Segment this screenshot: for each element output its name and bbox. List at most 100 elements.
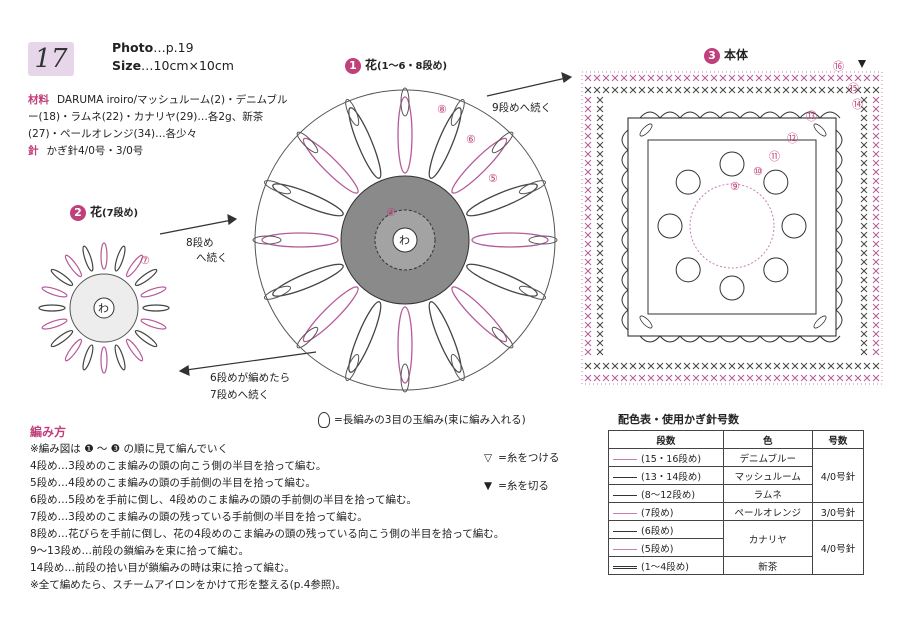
round-12-label: ⑫ <box>787 132 798 145</box>
single-crochet-mark <box>872 195 880 203</box>
flower-2-center-label: わ <box>98 302 109 315</box>
body-square-diagram <box>581 60 883 385</box>
single-crochet-mark <box>773 374 781 382</box>
petal-stitch <box>466 183 538 217</box>
outer-puff-stitch <box>263 180 292 195</box>
single-crochet-mark <box>596 285 604 293</box>
cut-thread-text: =糸を切る <box>498 480 549 492</box>
single-crochet-mark <box>818 86 826 94</box>
line-swatch <box>613 458 637 460</box>
attach-thread-icon: ▽ <box>484 452 493 464</box>
single-crochet-mark <box>584 339 592 347</box>
photo-line: Photo…p.19 <box>112 40 194 55</box>
single-crochet-mark <box>584 141 592 149</box>
single-crochet-mark <box>773 362 781 370</box>
single-crochet-mark <box>674 374 682 382</box>
line-swatch <box>613 512 637 514</box>
petal-stitch <box>114 245 126 272</box>
single-crochet-mark <box>584 231 592 239</box>
photo-label: Photo <box>112 40 154 55</box>
single-crochet-mark <box>596 123 604 131</box>
single-crochet-mark <box>710 74 718 82</box>
single-crochet-mark <box>746 74 754 82</box>
single-crochet-mark <box>719 86 727 94</box>
outer-puff-stitch <box>252 235 282 245</box>
single-crochet-mark <box>872 204 880 212</box>
single-crochet-mark <box>596 213 604 221</box>
single-crochet-mark <box>860 303 868 311</box>
single-crochet-mark <box>629 362 637 370</box>
legend-rounds: (13・14段め) <box>641 471 702 483</box>
petal-stitch <box>82 344 94 371</box>
single-crochet-mark <box>629 74 637 82</box>
single-crochet-mark <box>584 96 592 104</box>
single-crochet-mark <box>755 74 763 82</box>
single-crochet-mark <box>674 74 682 82</box>
round-15-label: ⑮ <box>848 82 859 95</box>
arrow-label-7th-round: 6段めが編めたら 7段めへ続く <box>210 370 290 404</box>
line-swatch <box>613 530 637 532</box>
single-crochet-mark <box>584 186 592 194</box>
single-crochet-mark <box>872 222 880 230</box>
single-crochet-mark <box>860 312 868 320</box>
single-crochet-mark <box>854 374 862 382</box>
single-crochet-mark <box>860 186 868 194</box>
single-crochet-mark <box>764 362 772 370</box>
legend-header-needle: 号数 <box>811 430 865 449</box>
instruction-line: ※編み図は ❶ 〜 ❸ の順に見て編んでいく <box>30 443 228 455</box>
section-3-name: 本体 <box>724 48 749 62</box>
single-crochet-mark <box>596 141 604 149</box>
puff-stitch-text: =長編みの3目の玉編み(束に編み入れる) <box>334 414 526 426</box>
single-crochet-mark <box>638 86 646 94</box>
outer-puff-stitch <box>518 180 547 195</box>
single-crochet-mark <box>791 362 799 370</box>
single-crochet-mark <box>584 168 592 176</box>
single-crochet-mark <box>584 374 592 382</box>
single-crochet-mark <box>860 285 868 293</box>
single-crochet-mark <box>674 362 682 370</box>
pattern-number-badge: 17 <box>28 42 74 76</box>
outer-puff-stitch <box>518 285 547 300</box>
single-crochet-mark <box>860 231 868 239</box>
outer-puff-stitch <box>491 131 514 154</box>
single-crochet-mark <box>872 249 880 257</box>
single-crochet-mark <box>674 86 682 94</box>
single-crochet-mark <box>860 348 868 356</box>
single-crochet-mark <box>791 74 799 82</box>
single-crochet-mark <box>596 258 604 266</box>
instruction-line: 5段め…4段めのこま編みの頭の手前側の半目を拾って編む。 <box>30 477 316 489</box>
round-6-label: ⑥ <box>466 133 476 146</box>
legend-color: 新茶 <box>722 556 813 575</box>
single-crochet-mark <box>809 86 817 94</box>
single-crochet-mark <box>863 74 871 82</box>
single-crochet-mark <box>584 123 592 131</box>
single-crochet-mark <box>584 267 592 275</box>
petal-stitch <box>64 338 83 362</box>
arrow-label-line2: 7段めへ続く <box>210 389 270 401</box>
single-crochet-mark <box>719 74 727 82</box>
single-crochet-mark <box>860 204 868 212</box>
petal-stitch <box>302 137 359 194</box>
single-crochet-mark <box>872 177 880 185</box>
single-crochet-mark <box>872 74 880 82</box>
single-crochet-mark <box>872 114 880 122</box>
legend-row: (7段め) ペールオレンジ 3/0号針 <box>608 502 865 521</box>
single-crochet-mark <box>746 86 754 94</box>
petal-stitch <box>82 245 94 272</box>
body-border-stitches <box>584 74 880 382</box>
single-crochet-mark <box>596 168 604 176</box>
crochet-diagrams: ⑯ ⑮ ⑭ ⑬ ⑫ ⑪ ⑩ ⑨ ⑧ ⑥ ⑤ ④ ⑦ わ わ <box>38 60 883 393</box>
single-crochet-mark <box>845 374 853 382</box>
flower-2-petals <box>38 242 170 374</box>
single-crochet-mark <box>860 213 868 221</box>
single-crochet-mark <box>692 374 700 382</box>
line-swatch <box>613 565 637 569</box>
flower-2-diagram <box>38 242 170 374</box>
petal-stitch <box>114 344 126 371</box>
single-crochet-mark <box>683 74 691 82</box>
single-crochet-mark <box>764 86 772 94</box>
single-crochet-mark <box>656 362 664 370</box>
single-crochet-mark <box>584 312 592 320</box>
